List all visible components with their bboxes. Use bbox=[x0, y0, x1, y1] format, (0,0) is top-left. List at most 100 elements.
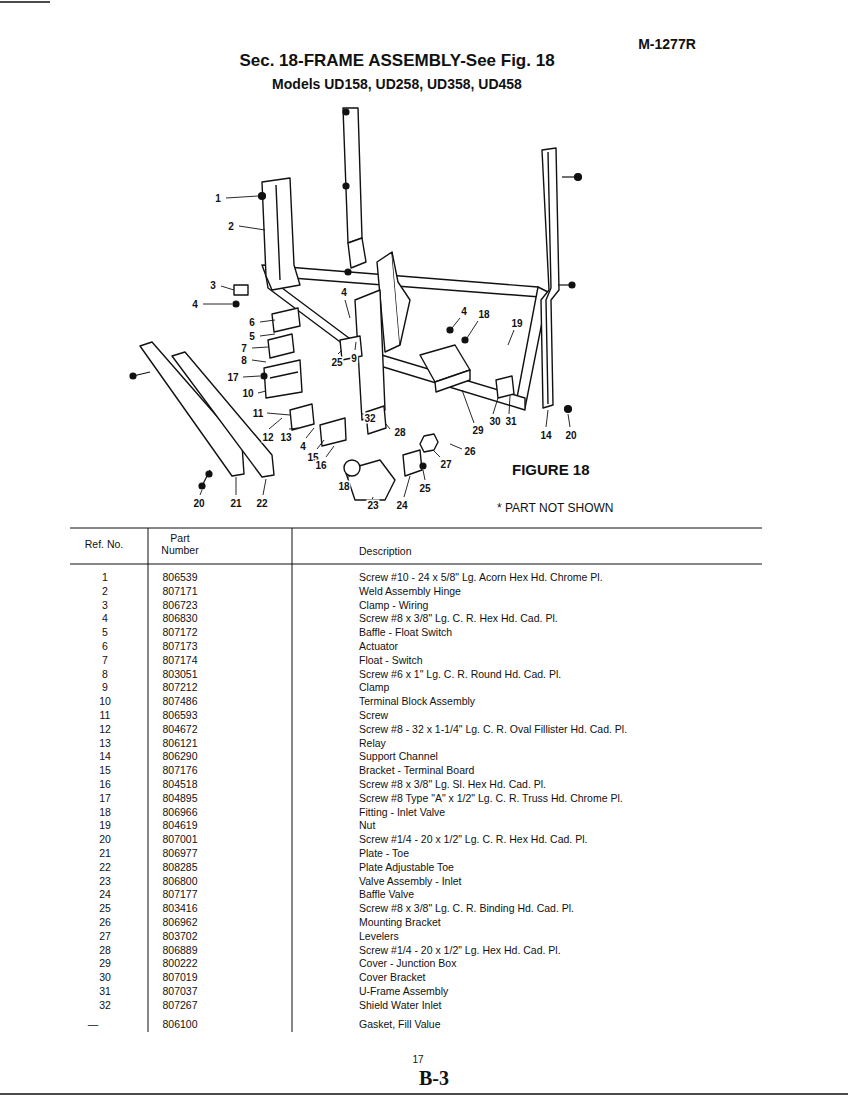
frame-part bbox=[320, 418, 346, 446]
leader-line bbox=[452, 318, 460, 328]
frame-part bbox=[272, 308, 300, 332]
leader-line bbox=[226, 196, 258, 198]
leader-line bbox=[200, 196, 570, 500]
screw-symbol bbox=[130, 109, 582, 489]
leader-line bbox=[462, 390, 474, 423]
table-header: Part Number bbox=[155, 533, 205, 556]
callout-number: 23 bbox=[366, 500, 379, 511]
model-list: Models UD158, UD258, UD358, UD458 bbox=[272, 77, 522, 92]
ref-number: 6 bbox=[102, 641, 108, 653]
ref-number: 4 bbox=[102, 614, 108, 626]
ref-number: 27 bbox=[99, 931, 111, 943]
callout-number: 16 bbox=[314, 460, 327, 471]
ref-number: 20 bbox=[99, 834, 111, 846]
part-number: 806977 bbox=[162, 848, 197, 860]
part-description: Terminal Block Assembly bbox=[359, 696, 475, 708]
frame-part bbox=[345, 460, 395, 500]
ref-number: 5 bbox=[102, 627, 108, 639]
leader-line bbox=[493, 398, 498, 414]
leader-line bbox=[252, 347, 268, 348]
leader-line bbox=[404, 476, 410, 497]
frame-part bbox=[343, 108, 362, 243]
screw-symbol bbox=[343, 109, 349, 115]
callout-number: 5 bbox=[248, 331, 256, 342]
part-description: Screw #8 - 32 x 1-1/4" Lg. C. R. Oval Fi… bbox=[359, 724, 627, 736]
leader-line bbox=[200, 490, 202, 495]
frame-part bbox=[546, 152, 551, 404]
table-rule bbox=[70, 528, 762, 529]
leader-line bbox=[386, 424, 390, 429]
part-number: 807176 bbox=[162, 765, 197, 777]
ref-number: 16 bbox=[99, 779, 111, 791]
frame-part bbox=[140, 108, 559, 500]
part-number: 807173 bbox=[162, 641, 197, 653]
callout-number: 20 bbox=[564, 430, 577, 441]
part-description: Fitting - Inlet Valve bbox=[359, 807, 445, 819]
leader-line bbox=[508, 330, 514, 345]
leader-line bbox=[221, 286, 234, 290]
leader-line bbox=[355, 342, 356, 350]
callout-number: 2 bbox=[227, 221, 235, 232]
ref-number: 23 bbox=[99, 876, 111, 888]
part-number: 808285 bbox=[162, 862, 197, 874]
part-number: 807177 bbox=[162, 890, 197, 902]
part-number: 807171 bbox=[162, 586, 197, 598]
frame-part bbox=[403, 450, 422, 476]
leader-line bbox=[258, 391, 266, 393]
leader-line bbox=[263, 479, 266, 495]
leader-line bbox=[203, 304, 232, 305]
part-number: 806830 bbox=[162, 614, 197, 626]
ref-number: 32 bbox=[99, 1000, 111, 1012]
table-header: Ref. No. bbox=[84, 539, 124, 551]
part-description: Screw bbox=[359, 710, 388, 722]
screw-symbol bbox=[343, 183, 349, 189]
part-number: 807174 bbox=[162, 655, 197, 667]
part-description: Plate Adjustable Toe bbox=[359, 862, 454, 874]
callout-number: 30 bbox=[488, 416, 501, 427]
table-rule bbox=[148, 528, 149, 1032]
part-number: 806593 bbox=[162, 710, 197, 722]
leader-line bbox=[252, 360, 266, 362]
screw-symbol bbox=[133, 372, 150, 376]
part-description: Screw #8 x 3/8" Lg. Sl. Hex Hd. Cad. Pl. bbox=[359, 779, 546, 791]
ref-number: 17 bbox=[99, 793, 111, 805]
part-description: Support Channel bbox=[359, 752, 438, 764]
leader-line bbox=[338, 350, 342, 354]
part-description: Baffle - Float Switch bbox=[359, 627, 452, 639]
callout-number: 19 bbox=[510, 318, 523, 329]
part-number: 807037 bbox=[162, 986, 197, 998]
frame-part bbox=[172, 352, 274, 477]
table-rule bbox=[292, 528, 293, 1032]
leader-line bbox=[423, 470, 425, 480]
frame-part bbox=[435, 370, 470, 392]
leader-line bbox=[239, 226, 265, 230]
callout-number: 26 bbox=[463, 446, 476, 457]
part-number: 803416 bbox=[162, 903, 197, 915]
leader-line bbox=[260, 320, 275, 322]
ref-number: 15 bbox=[99, 765, 111, 777]
ref-number: 25 bbox=[99, 903, 111, 915]
part-description: Float - Switch bbox=[359, 655, 423, 667]
part-description: Shield Water Inlet bbox=[359, 1000, 441, 1012]
part-number: 806800 bbox=[162, 876, 197, 888]
screw-symbol bbox=[562, 176, 578, 177]
callout-number: 10 bbox=[241, 388, 254, 399]
part-description: Screw #8 Type "A" x 1/2" Lg. C. R. Truss… bbox=[359, 793, 623, 805]
leader-line bbox=[306, 428, 314, 438]
frame-part bbox=[420, 434, 438, 452]
frame-part bbox=[344, 460, 360, 476]
part-description: Screw #6 x 1" Lg. C. R. Round Hd. Cad. P… bbox=[359, 669, 561, 681]
leader-line bbox=[289, 428, 298, 429]
callout-number: 1 bbox=[214, 193, 222, 204]
ref-number: 31 bbox=[99, 986, 111, 998]
leader-line bbox=[467, 321, 478, 338]
part-description: Relay bbox=[359, 738, 386, 750]
callout-number: 32 bbox=[363, 413, 376, 424]
leader-line bbox=[509, 396, 510, 414]
ref-number: 13 bbox=[99, 738, 111, 750]
page-number: B-3 bbox=[419, 1067, 449, 1089]
frame-part bbox=[496, 376, 514, 398]
part-number: 806539 bbox=[162, 572, 197, 584]
page-code: M-1277R bbox=[638, 37, 696, 52]
